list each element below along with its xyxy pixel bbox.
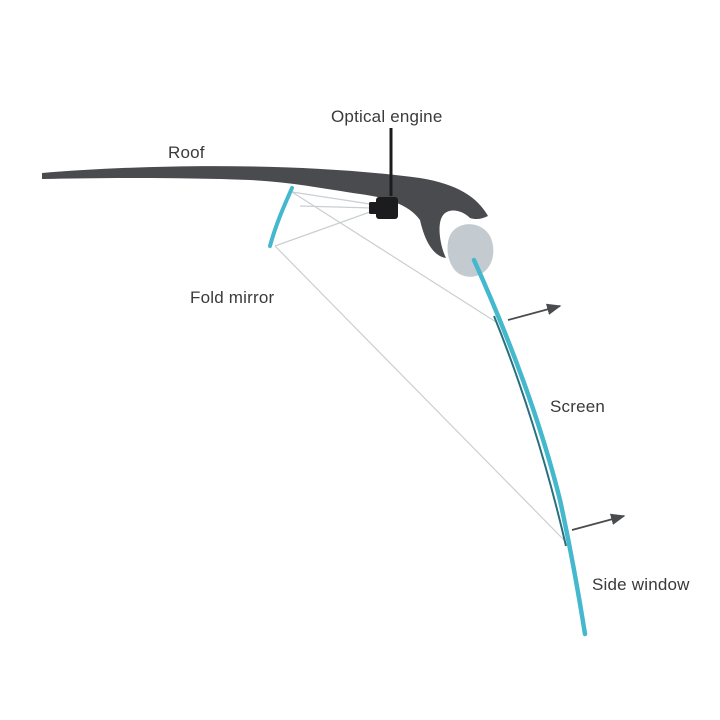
ray-engine-to-mirror-bottom xyxy=(274,211,371,247)
side-window xyxy=(471,257,588,637)
label-screen: Screen xyxy=(550,397,605,416)
optical-engine-body xyxy=(376,197,398,219)
fold-mirror xyxy=(268,186,294,248)
ray-engine-to-mirror-middle xyxy=(299,205,373,209)
screen-normal-arrow-bottom xyxy=(571,513,626,531)
ray-engine-to-mirror-top xyxy=(291,191,371,205)
label-optical-engine: Optical engine xyxy=(331,107,442,126)
label-fold-mirror: Fold mirror xyxy=(190,288,275,307)
optical-engine xyxy=(369,197,398,219)
ray-mirror-to-screen-top xyxy=(291,191,497,323)
light-rays xyxy=(274,191,565,541)
screen-film xyxy=(493,315,567,547)
ray-mirror-to-screen-bottom xyxy=(274,245,565,541)
roof-shape xyxy=(42,166,488,258)
headrest-shape xyxy=(447,224,494,277)
screen-normal-arrow-top xyxy=(507,303,562,321)
label-side-window: Side window xyxy=(592,575,690,594)
optical-engine-lens xyxy=(369,202,378,214)
label-roof: Roof xyxy=(168,143,205,162)
